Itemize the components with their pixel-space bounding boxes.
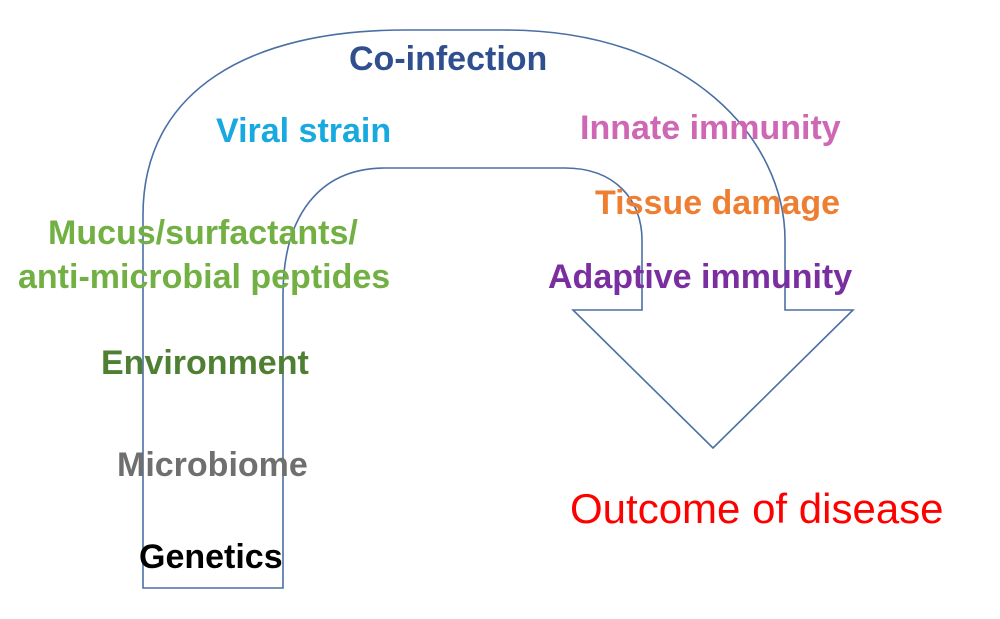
mucus-surfactants-label: Mucus/surfactants/ anti-microbial peptid… [18, 212, 390, 299]
mucus-surfactants-line-1: Mucus/surfactants/ [48, 214, 358, 252]
co-infection-label: Co-infection [349, 40, 548, 78]
genetics-label: Genetics [139, 538, 283, 576]
u-turn-arrow-outline [142, 29, 855, 589]
outcome-of-disease-label: Outcome of disease [570, 485, 944, 532]
tissue-damage-label: Tissue damage [595, 184, 841, 222]
viral-strain-label: Viral strain [216, 112, 392, 150]
innate-immunity-label: Innate immunity [580, 109, 841, 147]
adaptive-immunity-label: Adaptive immunity [548, 258, 853, 296]
microbiome-label: Microbiome [117, 446, 308, 484]
environment-label: Environment [101, 344, 309, 382]
mucus-surfactants-line-2: anti-microbial peptides [18, 257, 391, 296]
